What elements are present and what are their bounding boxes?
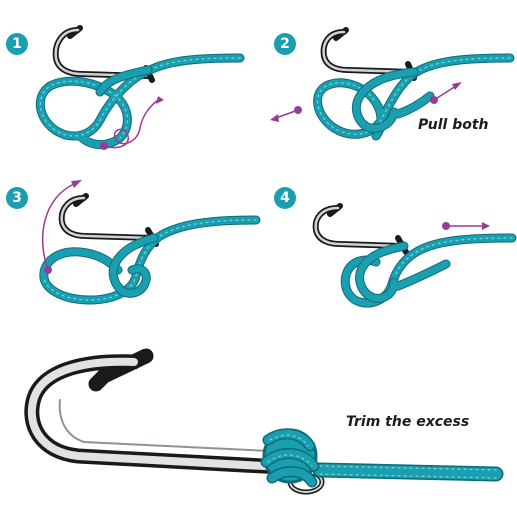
- arrow-icon: [270, 114, 279, 122]
- final-line: [312, 462, 504, 482]
- fish-hook-icon: [24, 348, 325, 495]
- step-2-line: [313, 53, 515, 141]
- arrow-icon: [452, 82, 462, 90]
- step-3-guide-arrow: [41, 180, 82, 274]
- step-2-illustration: [270, 27, 515, 141]
- step-4-line: [340, 233, 517, 308]
- final-knot-illustration: [24, 348, 504, 495]
- arrow-icon: [156, 96, 164, 104]
- dot-marker-icon: [294, 106, 302, 114]
- dot-marker-icon: [430, 96, 438, 104]
- dot-marker-icon: [44, 266, 52, 274]
- step-2-guide-arrows: [270, 82, 462, 122]
- arrow-icon: [71, 180, 82, 188]
- dot-marker-icon: [100, 142, 108, 150]
- step-4-guide-arrow: [442, 222, 490, 230]
- step-1-illustration: [36, 25, 245, 150]
- fish-hook-icon: [320, 27, 417, 81]
- fish-hook-icon: [58, 193, 159, 247]
- step-3-line: [39, 215, 261, 305]
- dot-marker-icon: [442, 222, 450, 230]
- step-1-guide-arrow: [100, 96, 164, 150]
- step-3-badge: 3: [6, 187, 28, 209]
- step-1-badge: 1: [6, 33, 28, 55]
- final-knot: [260, 428, 320, 488]
- step-3-illustration: [39, 180, 261, 305]
- arrow-icon: [482, 222, 490, 230]
- step-4-badge: 4: [274, 187, 296, 209]
- step-4-illustration: [312, 203, 517, 308]
- step-2-badge: 2: [274, 33, 296, 55]
- final-caption: Trim the excess: [346, 414, 470, 430]
- step-2-caption: Pull both: [418, 117, 489, 133]
